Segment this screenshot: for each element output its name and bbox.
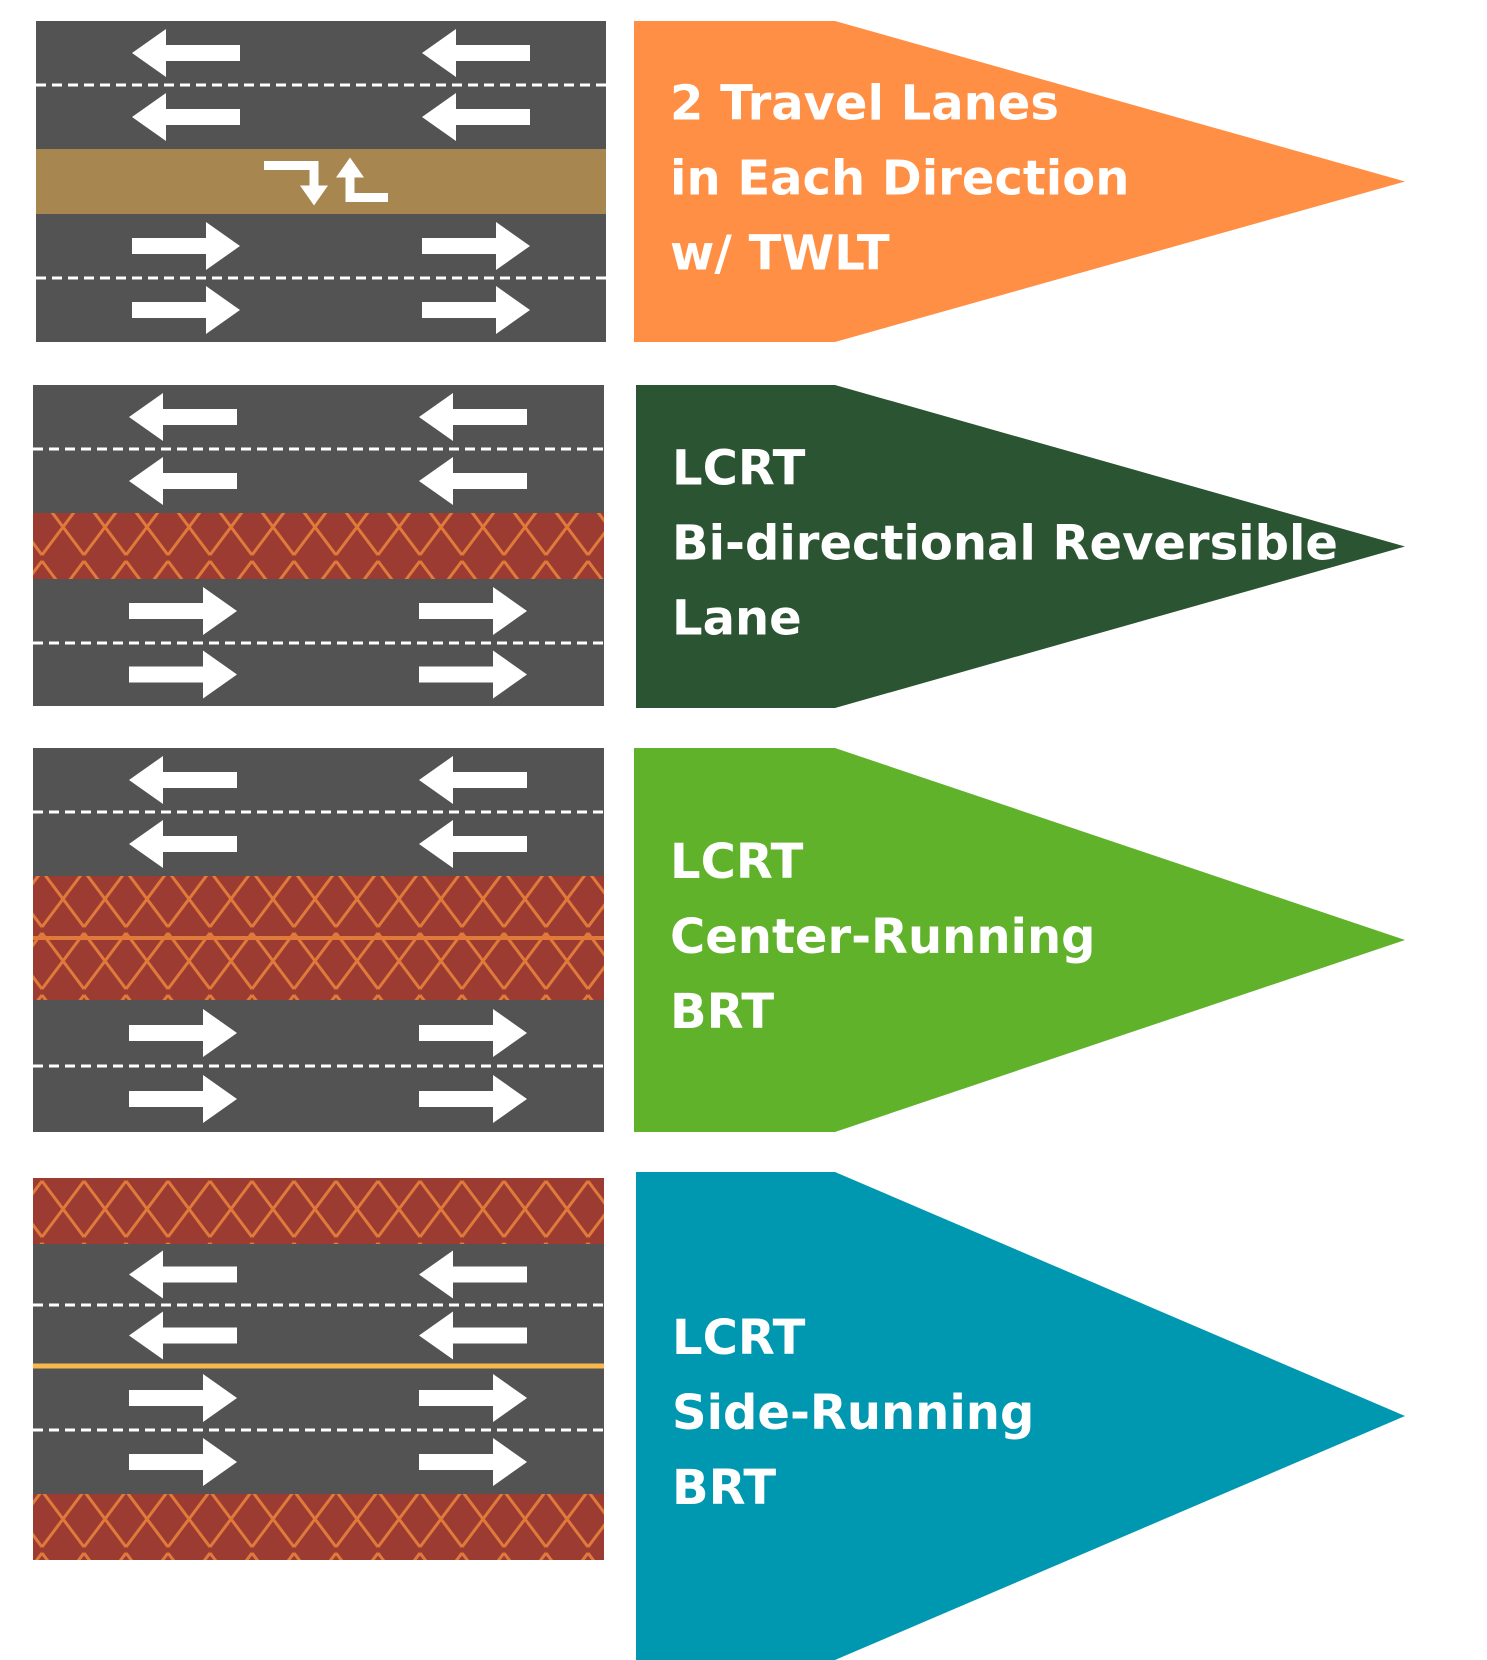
label-arrow-shape [636,385,1405,708]
label-arrow-shape [634,21,1405,342]
right-arrow-icon [129,587,237,635]
row-center-running [33,748,604,1132]
left-arrow-icon [129,393,237,441]
right-arrow-icon [132,286,240,334]
row-twlt [36,21,606,342]
turn-arrow-shaft [345,175,388,202]
label-line: BRT [670,984,774,1040]
right-arrow-icon [422,286,530,334]
twlt-label-arrow: 2 Travel Lanes in Each Direction w/ TWLT [634,21,1405,342]
left-arrow-icon [129,1250,237,1299]
right-arrow-icon [129,1438,237,1486]
row-side-running [33,1178,604,1560]
label-line: LCRT [672,441,806,497]
left-arrow-icon [422,93,530,141]
left-arrow-icon [132,29,240,77]
label-line: Lane [672,591,802,647]
label-line: Side-Running [672,1385,1034,1441]
label-arrow-shape [634,748,1405,1132]
label-line: 2 Travel Lanes [670,76,1059,132]
label-line: w/ TWLT [670,226,890,282]
right-arrow-icon [422,222,530,270]
center-turn-lane [36,149,606,214]
left-arrow-icon [419,1250,527,1299]
right-arrow-icon [132,222,240,270]
right-arrow-icon [129,650,237,699]
label-arrows: 2 Travel Lanes in Each Direction w/ TWLT LC… [634,21,1405,1660]
left-arrow-icon [419,393,527,441]
transit-lane-hatching [33,1178,604,1244]
label-line: BRT [672,1460,776,1516]
left-arrow-icon [129,756,237,804]
two-way-left-turn-icon [264,157,388,206]
left-arrow-icon [419,820,527,868]
right-arrow-icon [419,650,527,699]
transit-lane-hatching [33,513,604,579]
right-arrow-icon [419,1438,527,1486]
right-arrow-icon [419,587,527,635]
road-cross-sections [33,21,606,1560]
left-arrow-icon [419,457,527,505]
turn-arrow-shaft [264,161,319,188]
right-arrow-icon [419,1374,527,1422]
label-line: in Each Direction [670,151,1129,207]
label-arrow-shape [636,1172,1405,1660]
transit-lane-hatching [33,876,604,938]
right-arrow-icon [419,1075,527,1123]
left-arrow-icon [132,93,240,141]
right-arrow-icon [129,1075,237,1123]
turn-arrow-head [300,185,328,206]
label-line: LCRT [670,834,804,890]
transit-lane-hatching [33,1494,604,1560]
right-arrow-icon [129,1374,237,1422]
right-arrow-icon [129,1009,237,1057]
label-line: LCRT [672,1310,806,1366]
transit-lane-hatching [33,938,604,1000]
left-arrow-icon [422,29,530,77]
row-reversible [33,385,604,706]
left-arrow-icon [129,1311,237,1360]
left-arrow-icon [419,1311,527,1360]
left-arrow-icon [419,756,527,804]
left-arrow-icon [129,457,237,505]
label-line: Bi-directional Reversible [672,516,1338,572]
right-arrow-icon [419,1009,527,1057]
left-arrow-icon [129,820,237,868]
turn-arrow-head [336,157,364,178]
label-line: Center-Running [670,909,1096,965]
